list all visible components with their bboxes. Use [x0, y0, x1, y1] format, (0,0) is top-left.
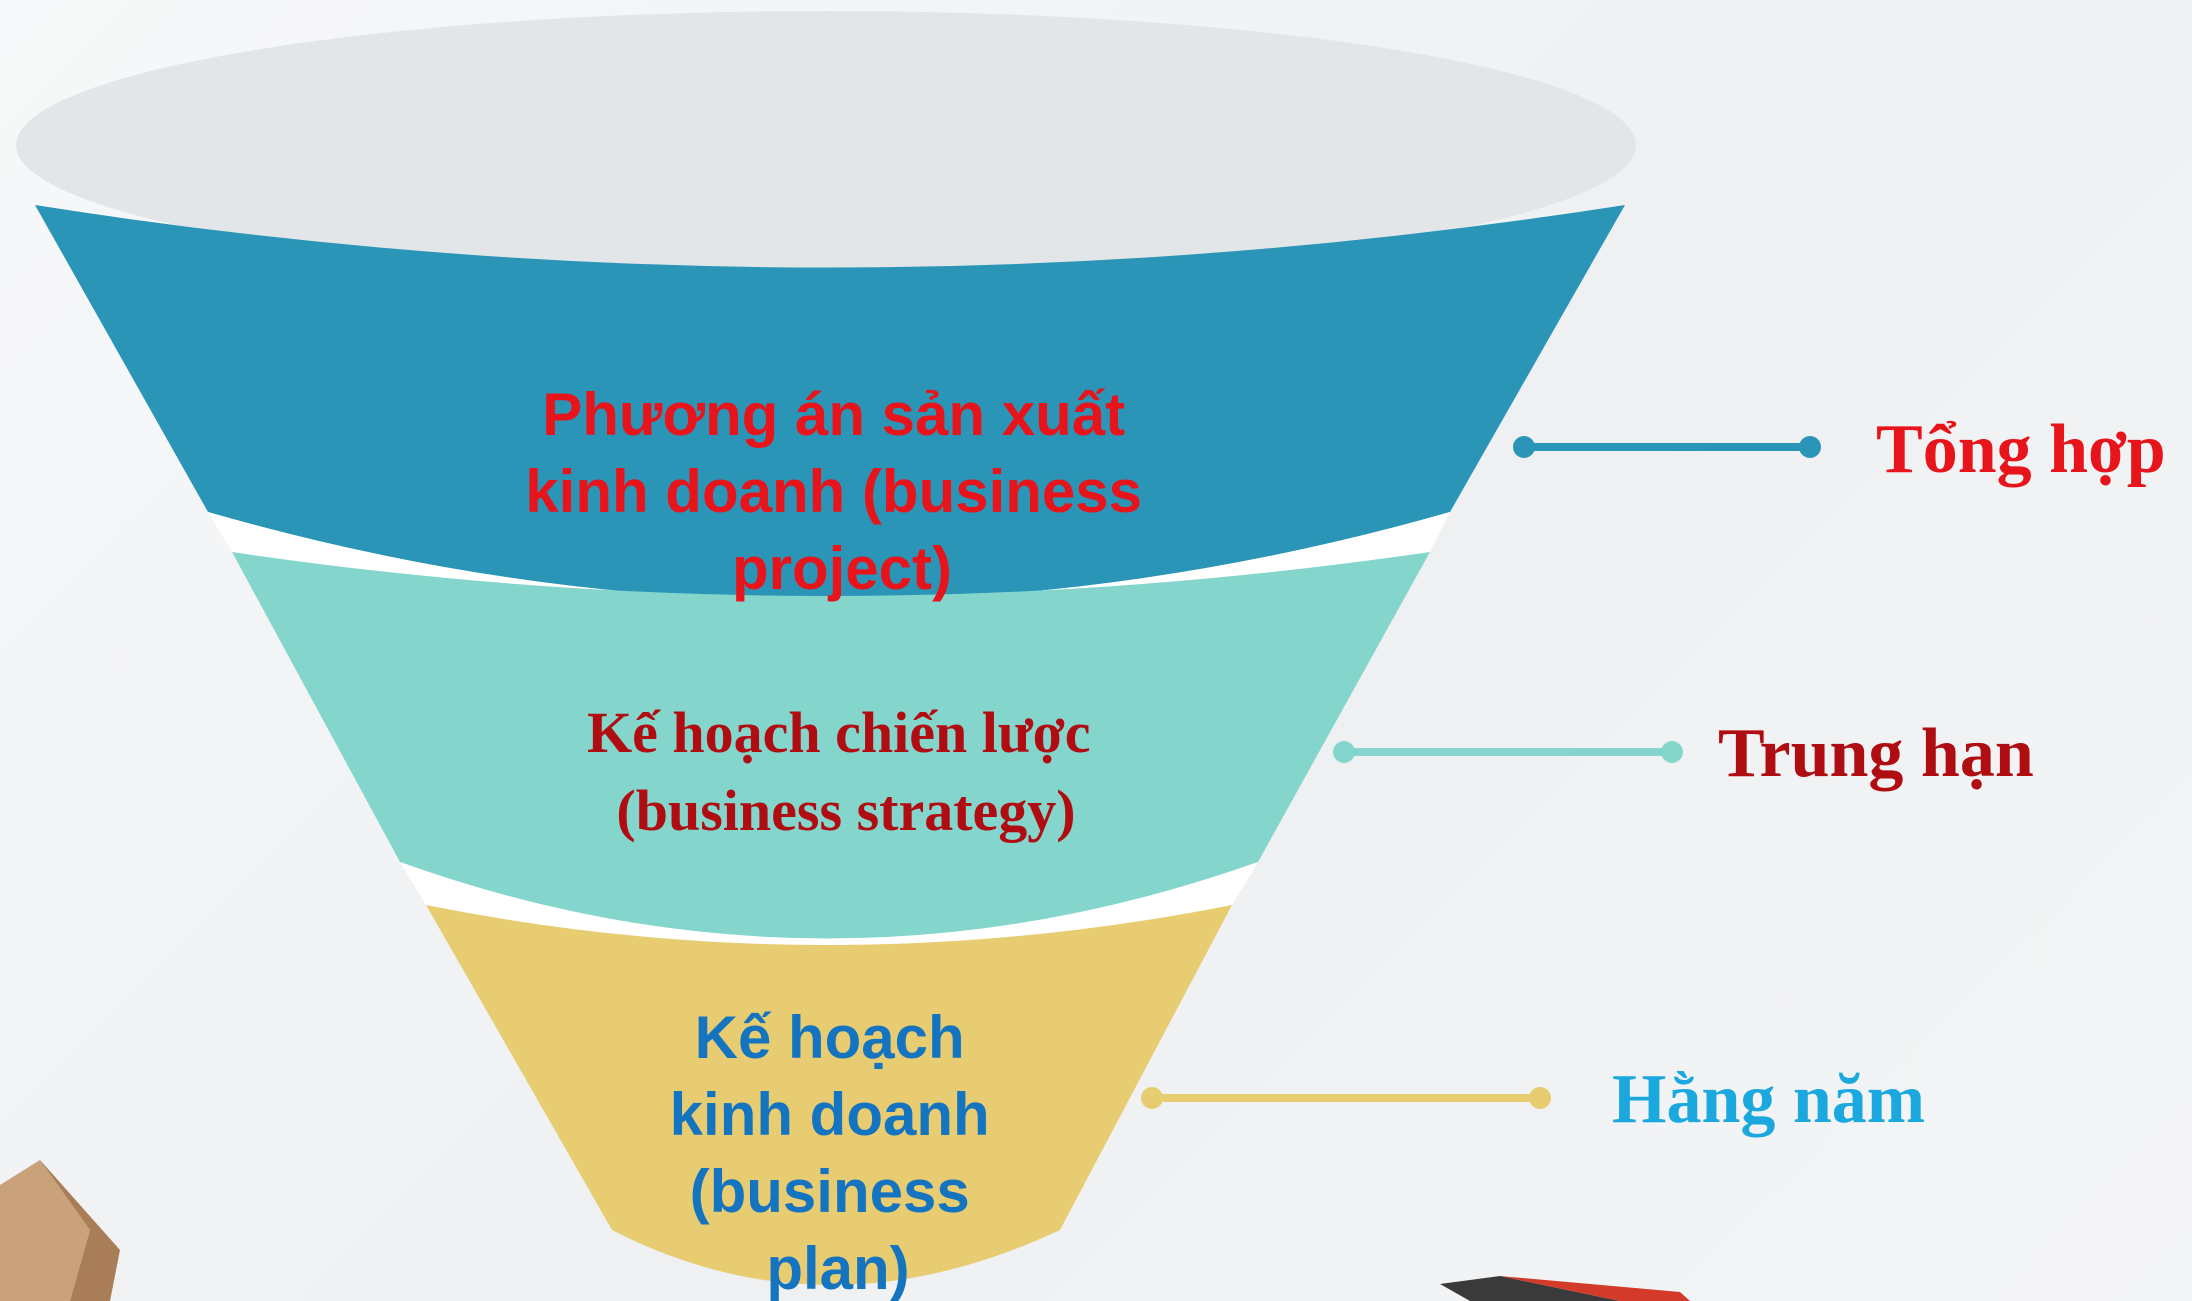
level-3-text: Kế hoạch kinh doanh (business plan): [670, 1004, 1007, 1301]
level-3-text-line-2: kinh doanh: [670, 1081, 990, 1148]
decorative-wood-block: [0, 1160, 120, 1301]
level-1-text: Phương án sản xuất kinh doanh (business …: [525, 381, 1158, 602]
connector-2-end-dot: [1661, 741, 1683, 763]
decorative-pencil: [1440, 1276, 1690, 1301]
level-3-text-line-1: Kế hoạch: [695, 1004, 965, 1071]
funnel-band-3: [426, 905, 1232, 1285]
funnel-top-ellipse: [16, 11, 1636, 279]
level-1-text-line-1: Phương án sản xuất: [542, 381, 1125, 448]
funnel-band-1: [35, 205, 1625, 601]
level-2-text-line-1: Kế hoạch chiến lược: [587, 700, 1091, 765]
level-2-label: Trung hạn: [1718, 715, 2034, 792]
connector-1-start-dot: [1513, 436, 1535, 458]
connector-2: [1333, 741, 1683, 763]
funnel-band-2: [232, 552, 1430, 939]
level-3-label: Hằng năm: [1612, 1061, 1925, 1138]
connector-3-start-dot: [1141, 1087, 1163, 1109]
connector-1-end-dot: [1799, 436, 1821, 458]
level-2-text: Kế hoạch chiến lược (business strategy): [587, 700, 1105, 843]
connector-3-end-dot: [1529, 1087, 1551, 1109]
level-3-text-line-4: plan): [766, 1235, 909, 1301]
connector-1: [1513, 436, 1821, 458]
level-1-text-line-2: kinh doanh (business: [525, 458, 1142, 525]
level-1-text-line-3: project): [732, 535, 952, 602]
level-1-label: Tổng hợp: [1876, 411, 2166, 488]
connector-3: [1141, 1087, 1551, 1109]
level-2-text-line-2: (business strategy): [616, 778, 1075, 843]
connector-2-start-dot: [1333, 741, 1355, 763]
level-3-text-line-3: (business: [690, 1158, 970, 1225]
